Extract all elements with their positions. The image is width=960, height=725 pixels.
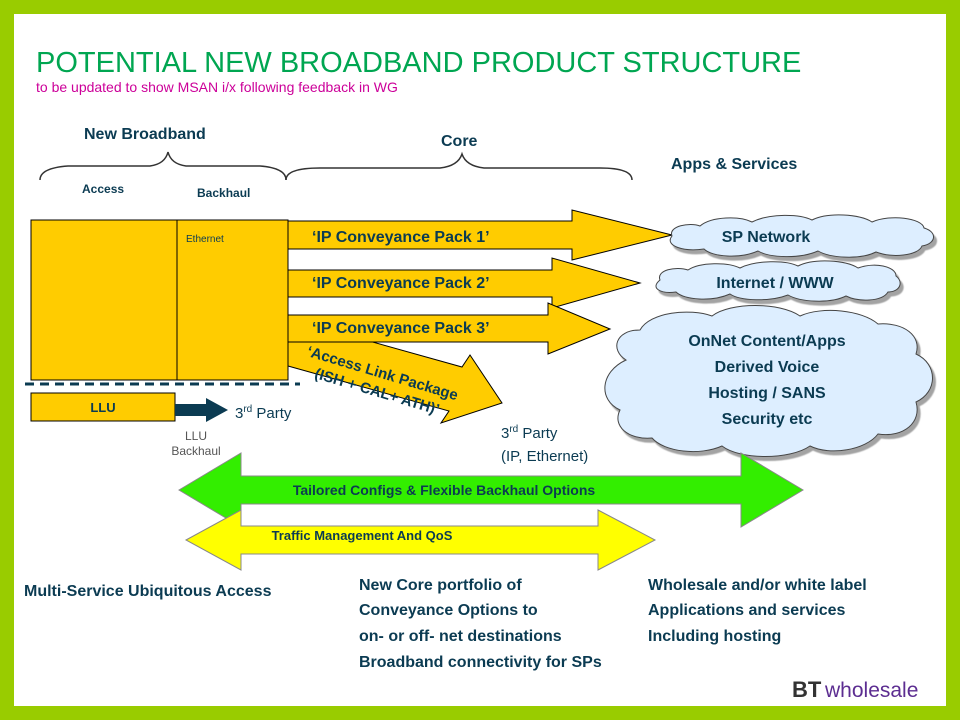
sp-network-label: SP Network bbox=[722, 229, 811, 246]
core-line-3: on- or off- net destinations bbox=[359, 628, 562, 645]
internet-label: Internet / WWW bbox=[716, 275, 834, 292]
core-brace bbox=[285, 151, 633, 181]
third-party-b-line2: (IP, Ethernet) bbox=[501, 448, 588, 465]
page-title: POTENTIAL NEW BROADBAND PRODUCT STRUCTUR… bbox=[36, 47, 801, 79]
llu-backhaul-line2: Backhaul bbox=[171, 444, 220, 458]
onnet-cloud bbox=[604, 305, 933, 457]
new-broadband-brace bbox=[39, 151, 287, 181]
onnet-line1: OnNet Content/Apps bbox=[688, 333, 845, 350]
llu-box bbox=[30, 392, 176, 422]
onnet-line3: Hosting / SANS bbox=[708, 385, 826, 402]
access-label: Access bbox=[82, 182, 124, 196]
wholesale-line-3: Including hosting bbox=[648, 628, 781, 645]
logo-wholesale: wholesale bbox=[824, 679, 918, 702]
tailored-configs-label: Tailored Configs & Flexible Backhaul Opt… bbox=[293, 482, 596, 498]
new-broadband-label: New Broadband bbox=[84, 126, 206, 143]
core-label: Core bbox=[441, 133, 478, 150]
core-line-2: Conveyance Options to bbox=[359, 602, 538, 619]
onnet-line2: Derived Voice bbox=[715, 359, 820, 376]
core-line-1: New Core portfolio of bbox=[359, 577, 522, 594]
multi-service-label: Multi-Service Ubiquitous Access bbox=[24, 583, 272, 600]
ip-pack-3-arrow bbox=[287, 302, 612, 355]
apps-services-label: Apps & Services bbox=[671, 156, 797, 173]
bt-wholesale-logo: BT wholesale bbox=[792, 677, 918, 702]
wholesale-line-1: Wholesale and/or white label bbox=[648, 577, 867, 594]
logo-bt: BT bbox=[792, 677, 822, 702]
third-party-a: 3rd Party bbox=[235, 404, 292, 422]
wholesale-line-2: Applications and services bbox=[648, 602, 846, 619]
onnet-line4: Security etc bbox=[722, 411, 813, 428]
sp-network-cloud bbox=[669, 214, 934, 258]
backhaul-label: Backhaul bbox=[197, 186, 250, 200]
core-line-4: Broadband connectivity for SPs bbox=[359, 654, 602, 671]
traffic-management-label: Traffic Management And QoS bbox=[272, 528, 453, 543]
ip-pack-2-label: ‘IP Conveyance Pack 2’ bbox=[312, 275, 490, 292]
traffic-management-arrow bbox=[184, 509, 657, 571]
internet-cloud bbox=[655, 260, 901, 302]
llu-arrow bbox=[175, 398, 228, 422]
ip-pack-1-arrow bbox=[287, 209, 673, 261]
llu-label: LLU bbox=[90, 400, 115, 415]
llu-backhaul-line1: LLU bbox=[185, 429, 207, 443]
page-subtitle: to be updated to show MSAN i/x following… bbox=[36, 79, 398, 95]
backhaul-ethernet-box bbox=[176, 219, 289, 381]
access-box bbox=[30, 219, 180, 381]
ip-pack-1-label: ‘IP Conveyance Pack 1’ bbox=[312, 229, 490, 246]
ip-pack-3-label: ‘IP Conveyance Pack 3’ bbox=[312, 320, 490, 337]
ethernet-label: Ethernet bbox=[186, 234, 224, 245]
ip-pack-2-arrow bbox=[287, 257, 642, 309]
third-party-b: 3rd Party bbox=[501, 424, 558, 442]
